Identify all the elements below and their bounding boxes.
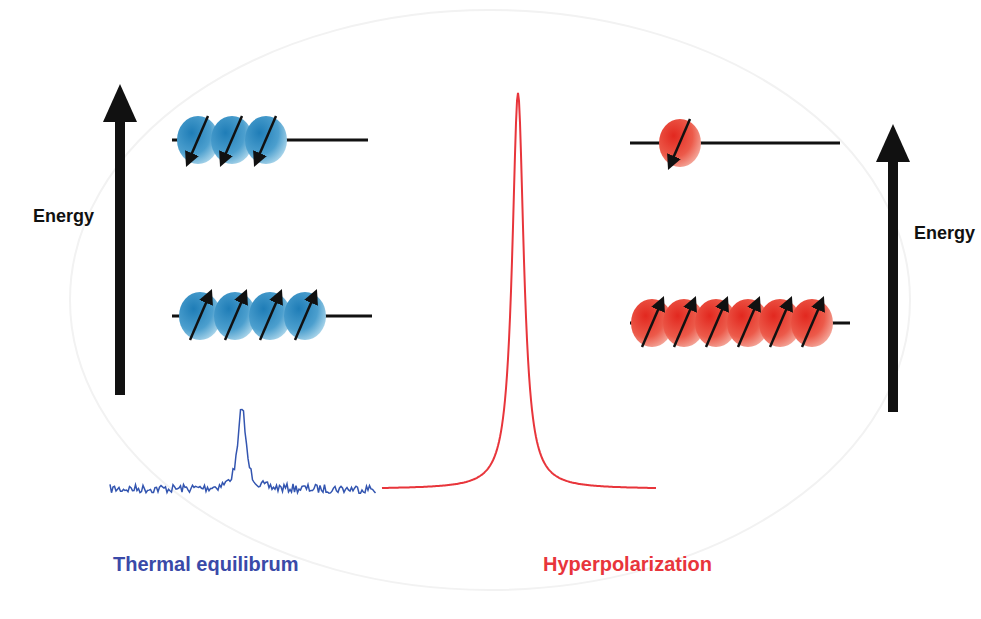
spin-arrow — [674, 303, 693, 347]
background-ring — [70, 10, 910, 590]
spin-arrow — [642, 303, 661, 347]
state-label: Thermal equilibrum — [113, 553, 299, 576]
spin-arrow — [671, 119, 690, 163]
spin-arrow — [770, 303, 789, 347]
spin-particle — [284, 292, 326, 340]
axis-label: Energy — [33, 206, 94, 227]
spin-arrow — [260, 296, 279, 340]
spin-particle — [659, 119, 701, 167]
spin-arrow — [190, 296, 209, 340]
spin-particle — [791, 299, 833, 347]
energy-axis — [115, 120, 125, 395]
energy-arrowhead — [876, 124, 910, 162]
spin-arrow — [257, 116, 276, 160]
spin-arrow — [225, 296, 244, 340]
spin-arrow — [706, 303, 725, 347]
spin-arrow — [738, 303, 757, 347]
thermal-spectrum — [110, 410, 376, 494]
spin-arrow — [223, 116, 242, 160]
spin-arrow — [189, 116, 208, 160]
energy-arrowhead — [103, 84, 137, 122]
axis-label: Energy — [914, 223, 975, 244]
spin-arrow — [295, 296, 314, 340]
state-label: Hyperpolarization — [543, 553, 712, 576]
spin-particle — [245, 116, 287, 164]
spin-arrow — [802, 303, 821, 347]
hyperpolarized-spectrum — [382, 93, 656, 488]
energy-axis — [888, 160, 898, 412]
